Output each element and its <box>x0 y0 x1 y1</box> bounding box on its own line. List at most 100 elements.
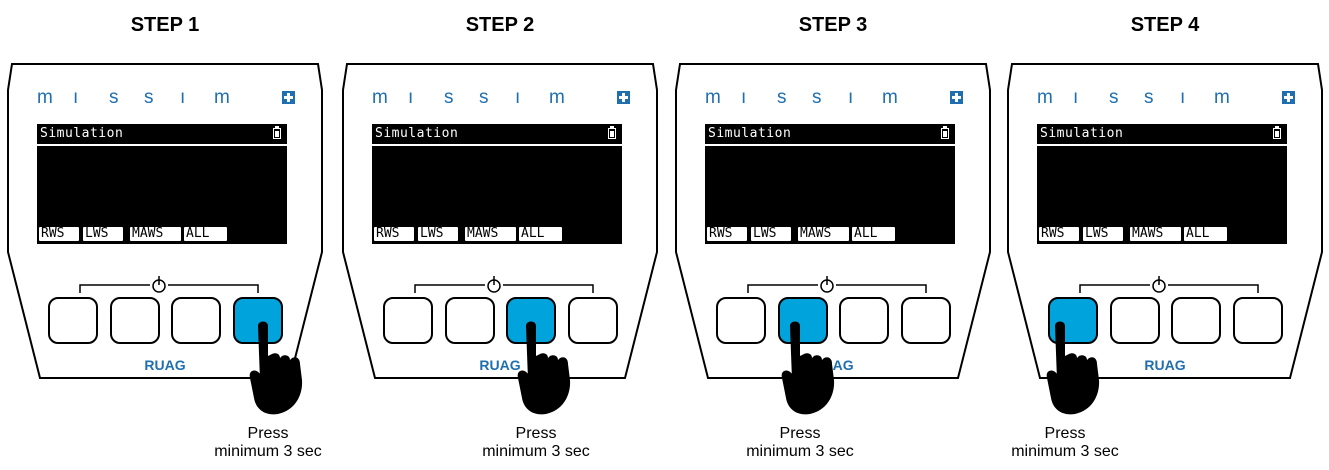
softkey-text: RWS <box>41 226 65 241</box>
logo-letter: m <box>1214 87 1230 108</box>
hardware-button[interactable] <box>110 297 160 344</box>
softkey-text: LWS <box>1085 226 1109 241</box>
logo-letter: s <box>144 87 154 108</box>
logo-letter: s <box>1144 87 1154 108</box>
hardware-button[interactable] <box>48 297 98 344</box>
softkey-text: ALL <box>186 226 210 241</box>
logo-letter: m <box>37 87 53 108</box>
softkey-label: LWS <box>83 226 123 241</box>
caption-line-1: Press <box>779 425 821 442</box>
softkey-label: RWS <box>374 226 414 241</box>
logo-letter: ı <box>848 87 854 108</box>
softkey-label: RWS <box>39 226 79 241</box>
softkey-text: MAWS <box>467 226 499 241</box>
softkey-text: ALL <box>854 226 878 241</box>
plus-icon <box>950 91 963 104</box>
step-title: STEP 3 <box>798 14 868 36</box>
hardware-button[interactable] <box>445 297 495 344</box>
softkey-label: ALL <box>1184 226 1227 241</box>
logo-letter: ı <box>408 87 414 108</box>
logo-letter: m <box>1037 87 1053 108</box>
logo-letter: ı <box>741 87 747 108</box>
logo-letter: ı <box>1180 87 1186 108</box>
logo-letter: ı <box>73 87 79 108</box>
hardware-button[interactable] <box>233 297 283 344</box>
logo-letter: s <box>479 87 489 108</box>
logo-letter: m <box>705 87 721 108</box>
softkey-text: LWS <box>420 226 444 241</box>
hardware-button[interactable] <box>1233 297 1283 344</box>
logo-letter: s <box>777 87 787 108</box>
logo-letter: ı <box>180 87 186 108</box>
ruag-logo: RUAG <box>479 357 521 373</box>
softkey-text: RWS <box>376 226 400 241</box>
hardware-button[interactable] <box>778 297 828 344</box>
divider <box>37 144 287 146</box>
hardware-button[interactable] <box>1110 297 1160 344</box>
ruag-logo: RUAG <box>1144 357 1186 373</box>
softkey-label: LWS <box>751 226 791 241</box>
divider <box>705 144 955 146</box>
softkey-label: MAWS <box>798 226 849 241</box>
step-title: STEP 2 <box>465 14 535 36</box>
caption-line-1: Press <box>1044 425 1086 442</box>
logo-letter: ı <box>1073 87 1079 108</box>
plus-icon <box>282 91 295 104</box>
softkey-text: LWS <box>753 226 777 241</box>
softkey-label: RWS <box>1039 226 1079 241</box>
logo-letter: m <box>214 87 230 108</box>
hardware-button[interactable] <box>839 297 889 344</box>
battery-icon <box>608 126 616 139</box>
hardware-button[interactable] <box>1171 297 1221 344</box>
hand-pointer-icon <box>248 318 308 418</box>
softkey-label: ALL <box>852 226 895 241</box>
softkey-label: MAWS <box>1130 226 1181 241</box>
hardware-button[interactable] <box>171 297 221 344</box>
logo-letter: s <box>109 87 119 108</box>
caption-line-2: minimum 3 sec <box>214 443 322 460</box>
divider <box>1037 144 1287 146</box>
plus-icon <box>1282 91 1295 104</box>
logo-letter: m <box>372 87 388 108</box>
plus-icon <box>617 91 630 104</box>
screen-title: Simulation <box>375 126 459 141</box>
softkey-label: MAWS <box>465 226 516 241</box>
softkey-text: ALL <box>521 226 545 241</box>
hand-pointer-icon <box>780 318 840 418</box>
hardware-button[interactable] <box>383 297 433 344</box>
logo-letter: s <box>812 87 822 108</box>
battery-icon <box>1273 126 1281 139</box>
hardware-button[interactable] <box>568 297 618 344</box>
softkey-label: RWS <box>707 226 747 241</box>
softkey-text: MAWS <box>1132 226 1164 241</box>
logo-letter: m <box>549 87 565 108</box>
caption-line-2: minimum 3 sec <box>1011 443 1119 460</box>
softkey-text: LWS <box>85 226 109 241</box>
caption-line-2: minimum 3 sec <box>482 443 590 460</box>
ruag-logo: RUAG <box>144 357 186 373</box>
screen-title: Simulation <box>708 126 792 141</box>
hardware-button[interactable] <box>901 297 951 344</box>
hardware-button[interactable] <box>716 297 766 344</box>
softkey-label: MAWS <box>130 226 181 241</box>
softkey-text: RWS <box>1041 226 1065 241</box>
step-title: STEP 1 <box>130 14 200 36</box>
screen-title: Simulation <box>40 126 124 141</box>
hand-pointer-icon <box>516 318 576 418</box>
caption-line-1: Press <box>247 425 289 442</box>
